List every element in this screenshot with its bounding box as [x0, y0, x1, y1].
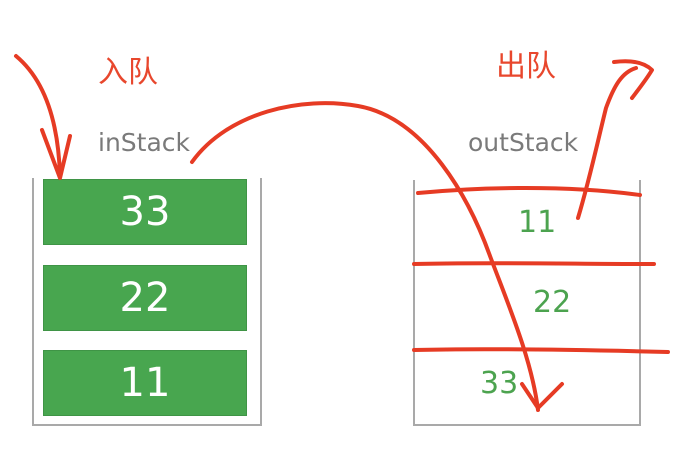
out-stack-divider — [412, 261, 656, 266]
enqueue-arrow — [14, 54, 62, 178]
out-stack-item: 11 — [518, 205, 557, 240]
enqueue-caption: 入队 — [98, 55, 158, 90]
dequeue-caption: 出队 — [496, 49, 556, 84]
transfer-arrow — [190, 101, 540, 412]
out-stack-label: outStack — [468, 128, 579, 157]
in-stack-item: 11 — [44, 351, 246, 415]
in-stack-container: 33 22 11 — [32, 178, 262, 426]
out-stack-item: 33 — [480, 366, 519, 401]
in-stack-item: 22 — [44, 266, 246, 330]
out-stack-divider — [416, 185, 642, 197]
enqueue-arrowhead — [40, 128, 72, 180]
out-stack-divider — [412, 347, 670, 354]
in-stack-item: 33 — [44, 180, 246, 244]
out-stack-item: 22 — [533, 285, 572, 320]
dequeue-arrow — [576, 66, 638, 220]
dequeue-arrowhead — [612, 59, 654, 100]
transfer-arrowhead — [520, 382, 564, 410]
out-stack-container — [413, 180, 641, 426]
in-stack-label: inStack — [98, 128, 191, 157]
